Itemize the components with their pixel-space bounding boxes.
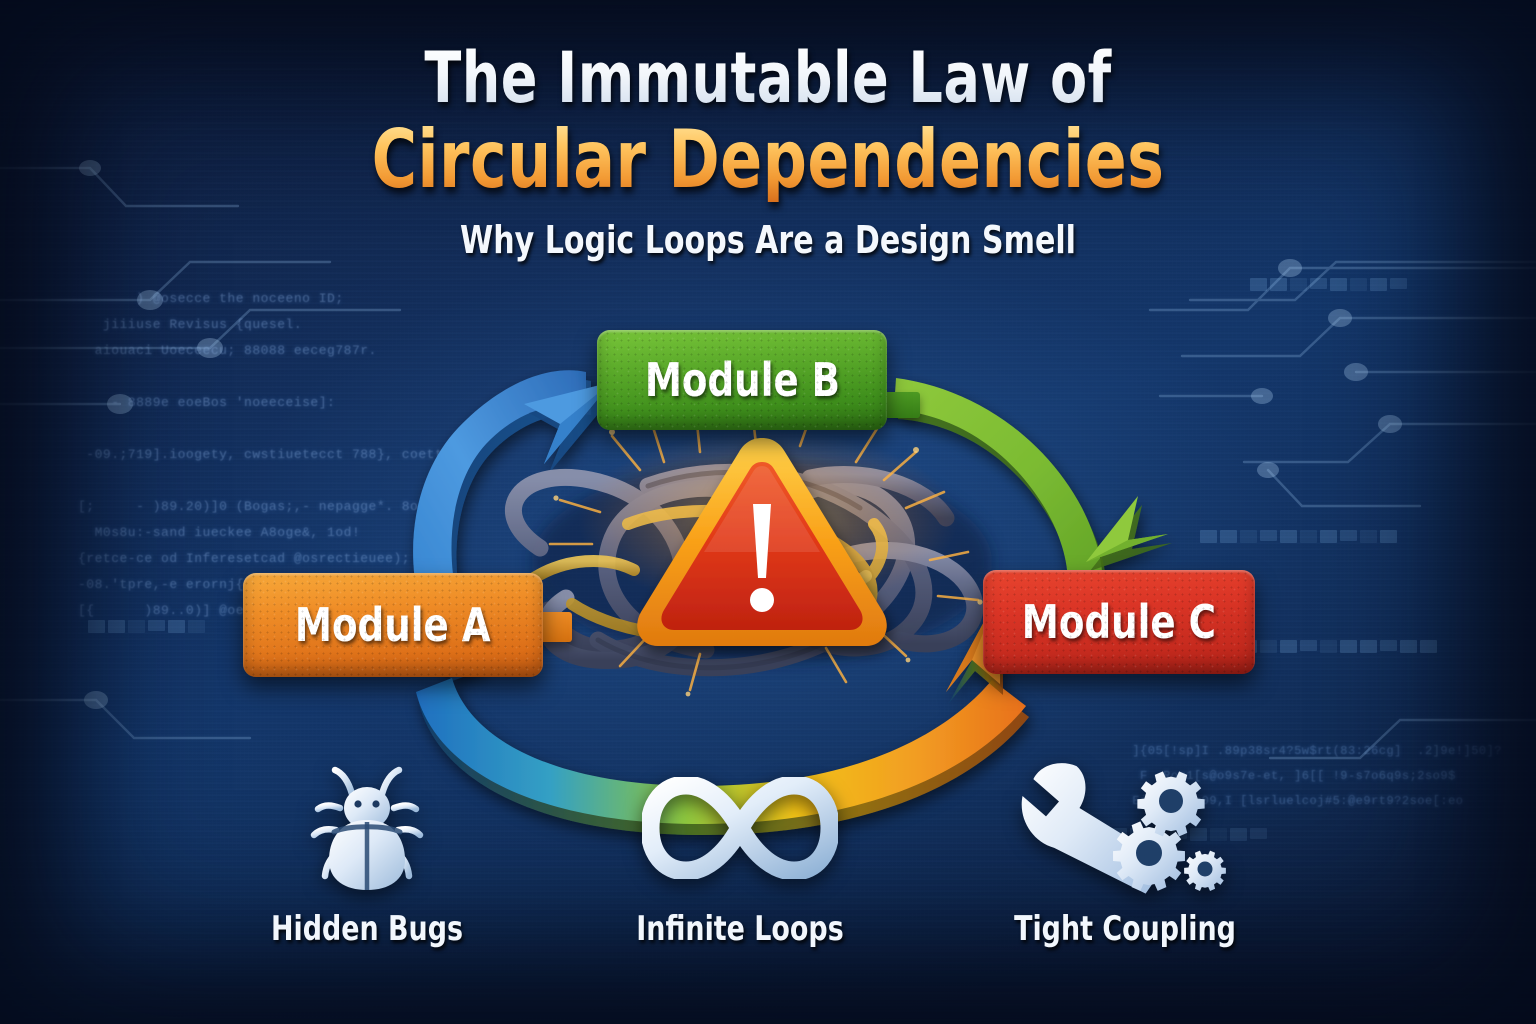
module-a-box[interactable]: Module A: [243, 573, 543, 677]
module-b-label: Module B: [644, 353, 840, 407]
page-title-line-2: Circular Dependencies: [108, 117, 1429, 202]
feature-infinite-loops: Infinite Loops: [605, 760, 875, 949]
wrench-gears-icon: [990, 760, 1260, 895]
bug-icon: [232, 760, 502, 895]
module-a-label: Module A: [295, 598, 491, 652]
data-block-row: [1250, 278, 1407, 291]
module-b-box[interactable]: Module B: [597, 330, 887, 430]
feature-tight-coupling: Tight Coupling: [990, 760, 1260, 949]
data-block-row: [88, 620, 205, 633]
header: The Immutable Law of Circular Dependenci…: [0, 41, 1536, 262]
module-c-box[interactable]: Module C: [983, 570, 1255, 674]
page-title-line-1: The Immutable Law of: [108, 41, 1429, 116]
module-c-label: Module C: [1021, 595, 1217, 649]
feature-hidden-bugs: Hidden Bugs: [232, 760, 502, 949]
infinity-icon: [605, 760, 875, 895]
page-subtitle: Why Logic Loops Are a Design Smell: [460, 217, 1076, 262]
feature-label: Infinite Loops: [636, 909, 844, 949]
feature-label: Tight Coupling: [1014, 909, 1236, 949]
data-block-row: [1200, 530, 1397, 543]
feature-label: Hidden Bugs: [270, 909, 464, 949]
warning-triangle-icon: [637, 438, 887, 646]
